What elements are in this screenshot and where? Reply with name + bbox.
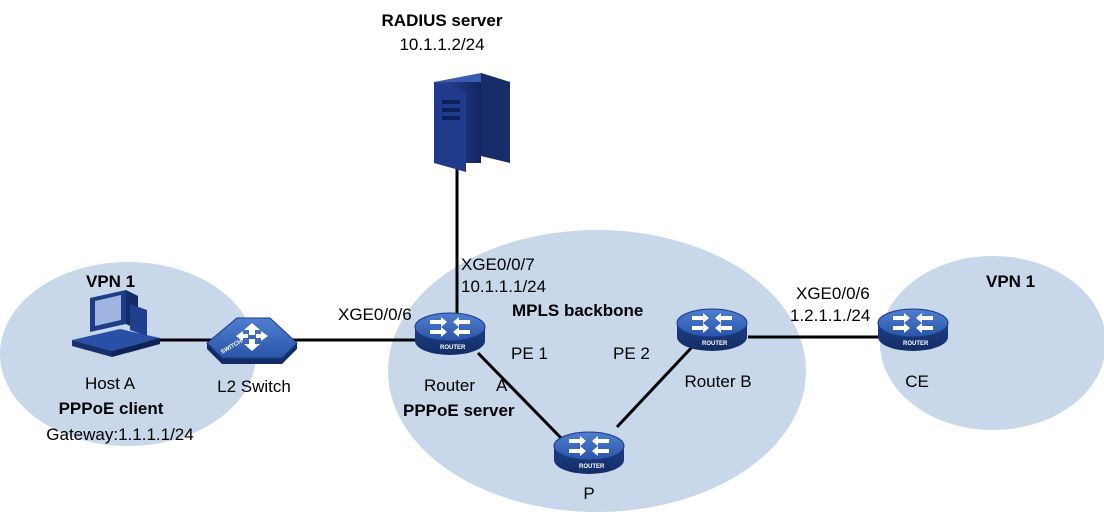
router-b-badge: ROUTER [702,341,728,347]
link-router-a-p [476,351,565,442]
host-name: Host A [85,374,136,393]
host-gateway: Gateway:1.1.1.1/24 [46,425,193,444]
router-b-icon: ROUTER [676,308,748,352]
mpls-backbone-cloud [388,230,806,512]
router-a-role: PPPoE server [403,401,515,420]
ce-name: CE [905,372,929,391]
router-b-name: Router B [684,372,751,391]
radius-ip: 10.1.1.2/24 [399,35,484,54]
vpn-left-cloud [0,262,256,446]
router-a-badge: ROUTER [440,345,466,351]
router-a-name-2: A [496,376,508,395]
server-icon [434,73,510,172]
router-a-pe: PE 1 [511,344,548,363]
vpn-left-label: VPN 1 [86,272,135,291]
switch-name: L2 Switch [217,377,291,396]
router-p-badge: ROUTER [579,464,605,470]
ce-iface: XGE0/0/6 [796,284,870,303]
vpn-right-label: VPN 1 [986,272,1035,291]
radius-title: RADIUS server [382,11,503,30]
router-a-icon: ROUTER [414,312,486,356]
host-role: PPPoE client [59,399,164,418]
switch-icon: SWITCH [206,317,298,364]
router-p-icon: ROUTER [553,431,625,475]
router-ce-badge: ROUTER [903,341,929,347]
router-a-iface-up: XGE0/0/7 [461,255,535,274]
router-a-iface-up-ip: 10.1.1.1/24 [461,277,546,296]
router-a-name-1: Router [424,376,475,395]
link-p-router-b [615,344,695,429]
vpn-right-cloud [880,256,1104,430]
router-a-iface-left: XGE0/0/6 [338,305,412,324]
backbone-label: MPLS backbone [512,301,643,320]
router-b-pe: PE 2 [613,344,650,363]
computer-icon [72,290,160,357]
p-name: P [583,484,594,503]
ce-ip: 1.2.1.1./24 [790,306,870,325]
router-ce-icon: ROUTER [877,308,949,352]
